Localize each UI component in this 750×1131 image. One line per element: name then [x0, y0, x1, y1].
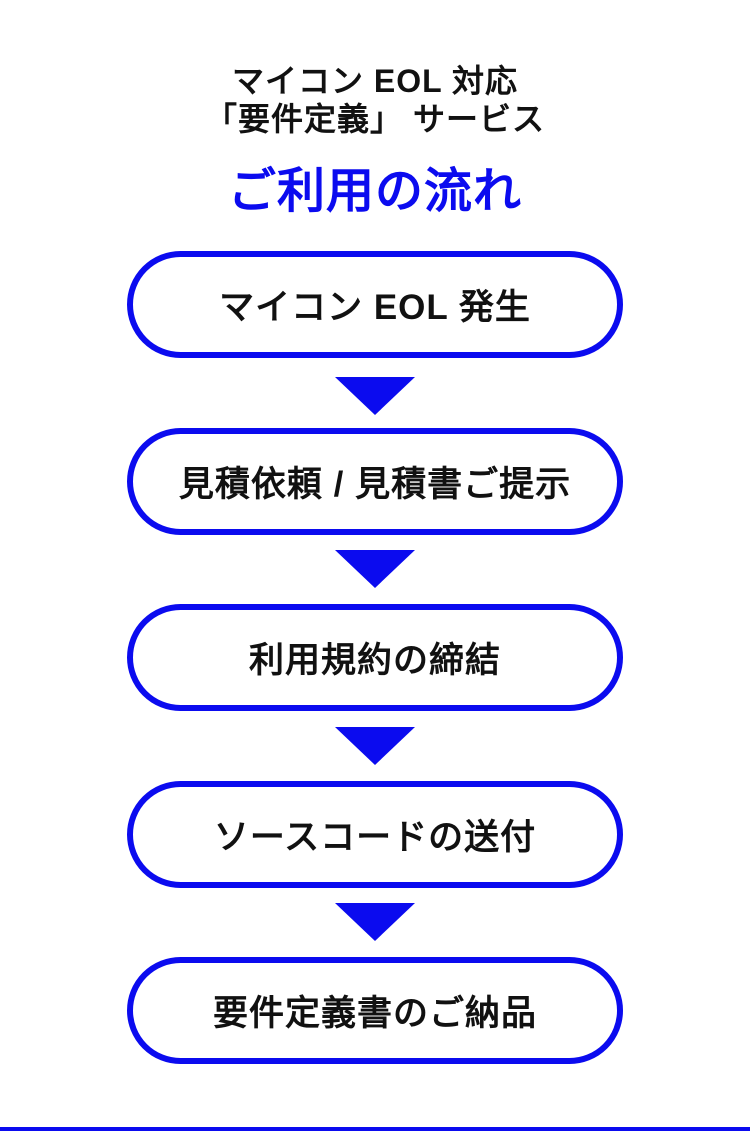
page-title-line2: 「要件定義」 サービス [205, 101, 545, 137]
page-title-line1: マイコン EOL 対応 [232, 63, 518, 99]
arrow-down-icon [335, 903, 415, 941]
flow-step-label: 見積依頼 / 見積書ご提示 [178, 465, 572, 504]
flow-step-label: マイコン EOL 発生 [219, 288, 531, 327]
page-title: マイコン EOL 対応 「要件定義」 サービス [0, 62, 750, 138]
bottom-accent-line [0, 1127, 750, 1131]
arrow-down-icon [335, 377, 415, 415]
flow-step-box-3: 利用規約の締結 [127, 604, 623, 711]
flow-step-box-4: ソースコードの送付 [127, 781, 623, 888]
arrow-down-icon [335, 550, 415, 588]
flow-step-label: ソースコードの送付 [213, 818, 537, 857]
flow-step-label: 要件定義書のご納品 [212, 994, 537, 1033]
flow-step-label: 利用規約の締結 [248, 641, 501, 680]
flow-step-box-2: 見積依頼 / 見積書ご提示 [127, 428, 623, 535]
flow-step-box-5: 要件定義書のご納品 [127, 957, 623, 1064]
flow-step-box-1: マイコン EOL 発生 [127, 251, 623, 358]
arrow-down-icon [335, 727, 415, 765]
flow-heading: ご利用の流れ [227, 165, 522, 218]
